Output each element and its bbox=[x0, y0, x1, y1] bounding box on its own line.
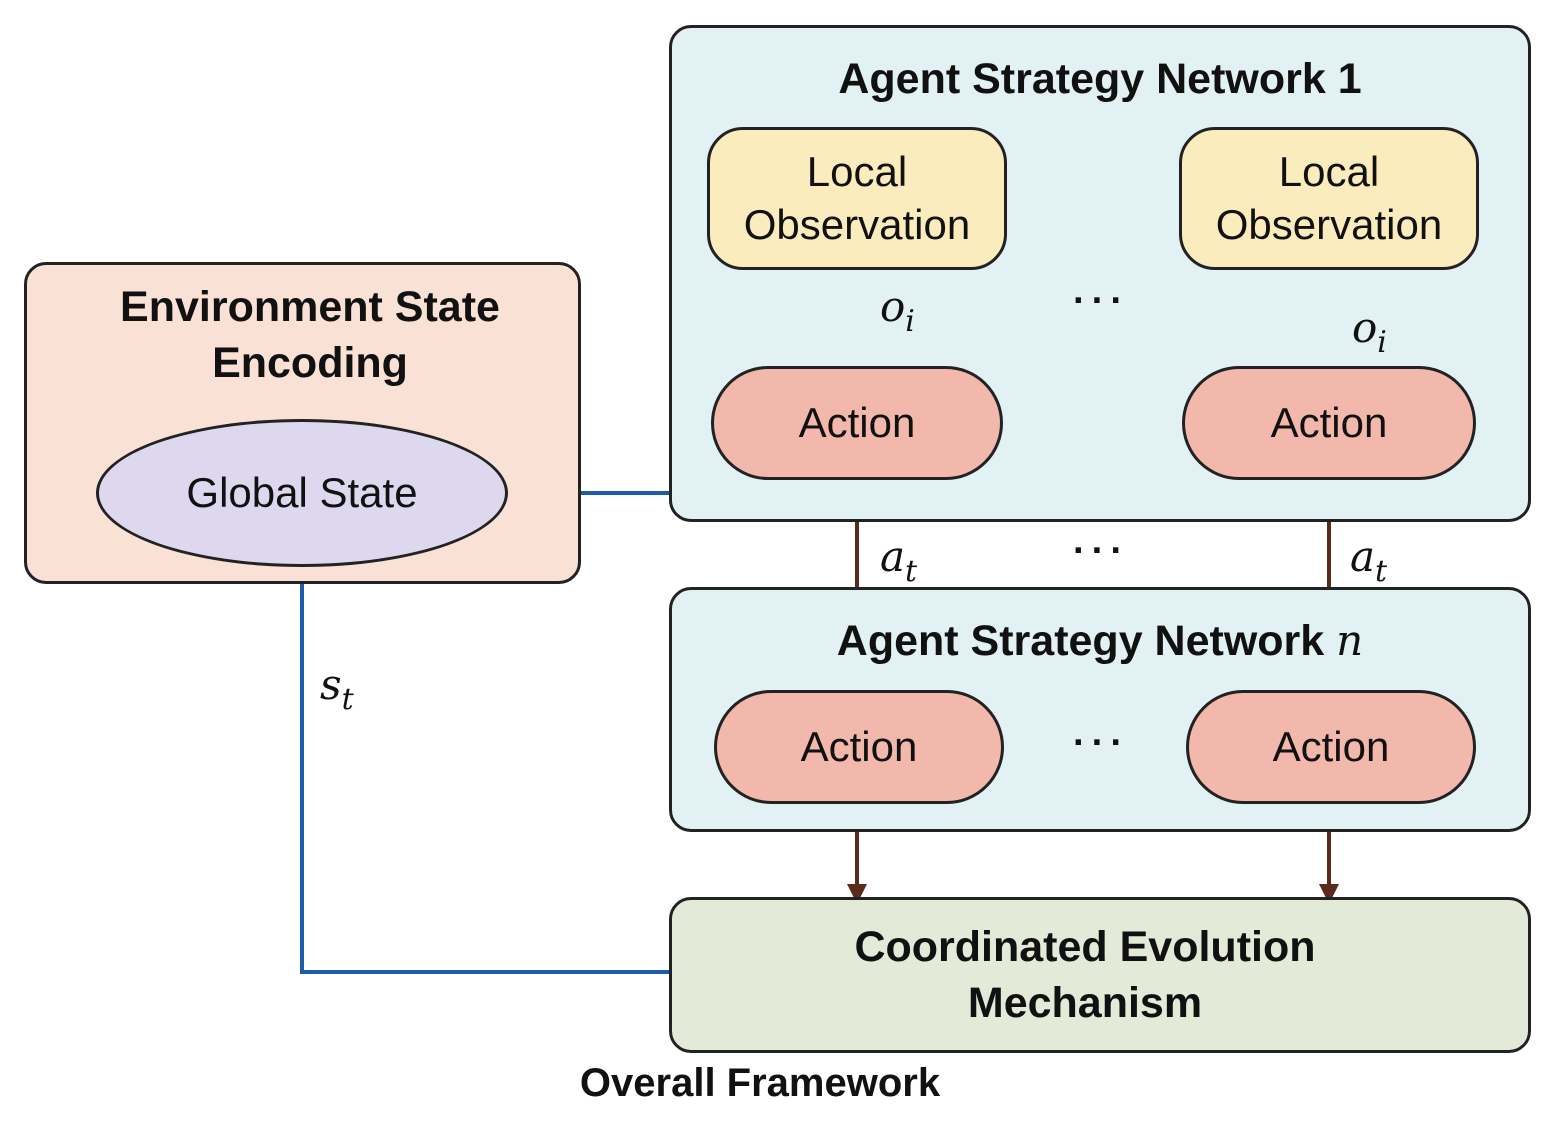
action-node-network-n-left: Action bbox=[714, 690, 1004, 804]
action-edge-label-right: at bbox=[1350, 532, 1387, 589]
action-label: Action bbox=[1270, 398, 1388, 446]
state-edge-label: st bbox=[320, 660, 354, 717]
obs-var: o bbox=[1352, 303, 1378, 352]
state-feedback-line bbox=[300, 568, 669, 974]
obs-label-right: oi bbox=[1352, 303, 1387, 360]
obs-label-left: oi bbox=[880, 282, 915, 339]
ellipsis-between-networks: ··· bbox=[1073, 530, 1129, 572]
local-observation-label: Local Observation bbox=[1215, 148, 1443, 248]
environment-panel-title: Environment State Encoding bbox=[120, 283, 500, 387]
action-var: a bbox=[1350, 532, 1376, 581]
network-1-title: Agent Strategy Network 1 bbox=[838, 55, 1362, 103]
action-sub: t bbox=[1375, 554, 1388, 589]
global-state-label: Global State bbox=[186, 468, 418, 516]
local-observation-node-right: Local Observation bbox=[1179, 127, 1479, 270]
action-node-network-n-right: Action bbox=[1186, 690, 1476, 804]
local-observation-label: Local Observation bbox=[743, 148, 971, 248]
action-label: Action bbox=[800, 722, 918, 770]
action-node-network-1-left: Action bbox=[711, 366, 1003, 480]
coordinated-evolution-panel bbox=[669, 897, 1531, 1053]
ellipsis-network-1: ··· bbox=[1073, 280, 1129, 322]
state-sub: t bbox=[341, 682, 354, 717]
coordinated-evolution-title: Coordinated Evolution Mechanism bbox=[854, 923, 1316, 1027]
local-observation-node-left: Local Observation bbox=[707, 127, 1007, 270]
action-node-network-1-right: Action bbox=[1182, 366, 1476, 480]
action-label: Action bbox=[1272, 722, 1390, 770]
obs-var: o bbox=[880, 282, 906, 331]
action-sub: t bbox=[905, 554, 918, 589]
global-state-node: Global State bbox=[96, 419, 508, 567]
network-n-title-var: n bbox=[1336, 616, 1364, 665]
figure-caption: Overall Framework bbox=[579, 1061, 941, 1105]
action-var: a bbox=[880, 532, 906, 581]
ellipsis-network-n: ··· bbox=[1073, 722, 1129, 764]
network-n-title-prefix: Agent Strategy Network bbox=[836, 617, 1337, 665]
network-n-title: Agent Strategy Network n bbox=[669, 614, 1531, 670]
state-var: s bbox=[320, 660, 342, 709]
obs-sub: i bbox=[1377, 325, 1387, 360]
obs-sub: i bbox=[905, 304, 915, 339]
action-label: Action bbox=[798, 398, 916, 446]
action-edge-label-left: at bbox=[880, 532, 917, 589]
